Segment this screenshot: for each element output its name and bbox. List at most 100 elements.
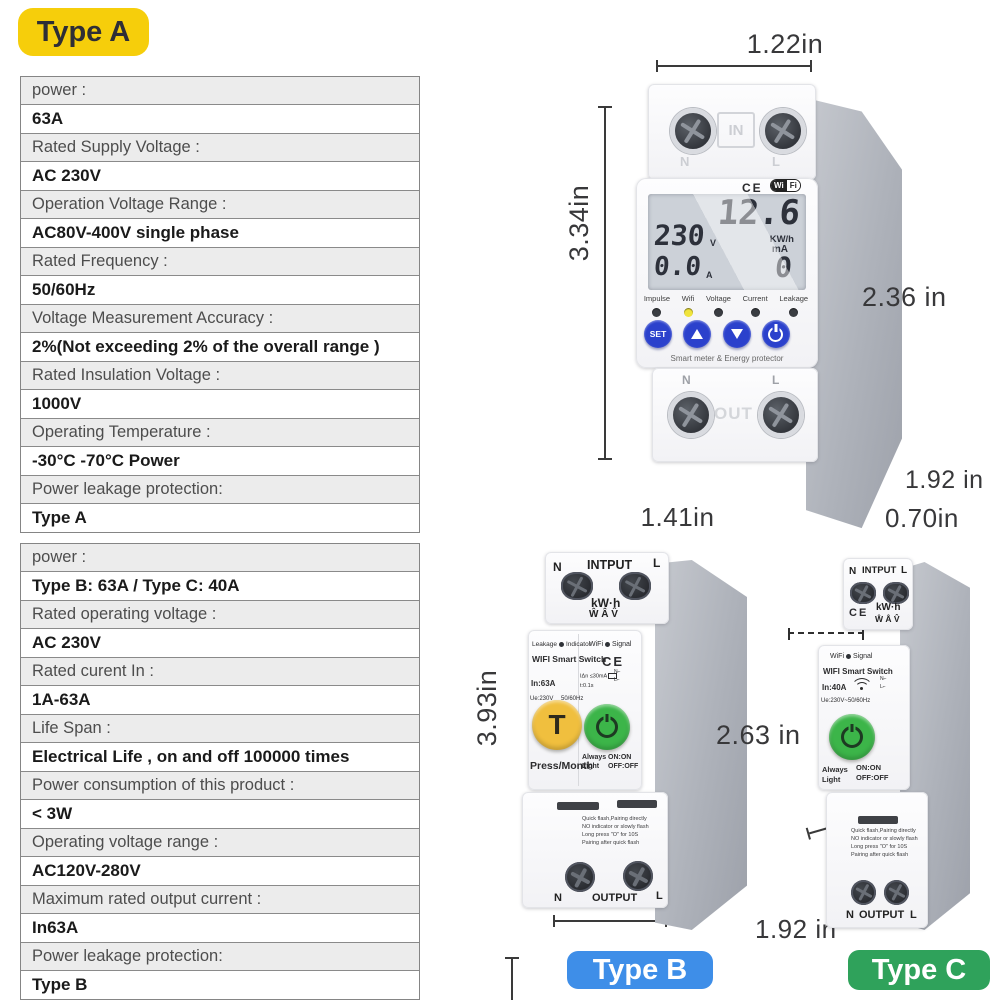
signal-label: Signal [612, 641, 632, 648]
terminal-screw-icon [850, 582, 876, 604]
spec-table-bc: power : Type B: 63A / Type C: 40A Rated … [20, 543, 420, 1000]
spec-value: 50/60Hz [21, 276, 419, 305]
lcd-current-unit: A [706, 270, 713, 280]
table-row: Rated Insulation Voltage : 1000V [21, 362, 419, 419]
device-a-side [806, 98, 902, 529]
spec-value: Type A [21, 504, 419, 532]
off-text: OFF:OFF [608, 763, 639, 771]
onoff-label: ON:ON OFF:OFF [608, 753, 638, 771]
spec-value: AC 230V [21, 629, 419, 658]
terminal-screw-icon [619, 572, 651, 600]
press-month-label: Press/Month [530, 760, 594, 772]
lcd-energy-value: 12.6 [716, 194, 802, 233]
signal-dot-icon [846, 653, 851, 659]
table-row: Power consumption of this product : < 3W [21, 772, 419, 829]
t-button-label: T [548, 709, 566, 740]
wifi-logo-fi: Fi [786, 180, 800, 191]
terminal-screw-icon [760, 108, 806, 154]
terminal-n-label: N [680, 154, 690, 169]
wav-label: Ŵ Â V̂ [875, 614, 900, 624]
spec-value: 1000V [21, 390, 419, 419]
indicator: Current [743, 294, 768, 317]
dim-b-rail: 1.92 in [755, 914, 837, 944]
indicator: Leakage [779, 294, 808, 317]
dim-a-width: 1.22in [746, 29, 824, 59]
terminal-l-label: L [656, 890, 663, 902]
always-text: Always [582, 754, 607, 761]
wifi-logo-wi: Wi [771, 180, 787, 191]
indicator-label: Impulse [643, 294, 671, 303]
spec-table-a: power : 63A Rated Supply Voltage : AC 23… [20, 76, 420, 533]
spec-value: < 3W [21, 800, 419, 829]
terminal-screw-icon [851, 880, 876, 905]
indicator-led [652, 308, 662, 317]
type-c-badge: Type C [848, 950, 990, 990]
indicator-label: Leakage [779, 294, 809, 303]
indicator-led [713, 308, 723, 317]
battery-icon [608, 673, 618, 679]
terminal-screw-icon [561, 572, 593, 600]
spec-value: 63A [21, 105, 419, 134]
type-a-badge: Type A [18, 8, 149, 56]
table-row: power : 63A [21, 77, 419, 134]
rated-current-label: In:40A [822, 683, 847, 692]
lcd-display: 12.6 KW/h 230 V 0.0 A mA 0 [648, 194, 806, 290]
leakage-label: Leakage [532, 641, 557, 648]
dim-a-depth-line [788, 628, 864, 640]
lcd-current-value: 0.0 [652, 252, 703, 282]
terminal-n-label: N [846, 909, 854, 921]
ce-mark: CE [742, 181, 763, 195]
table-row: Power leakage protection: Type B [21, 943, 419, 999]
spec-label: Power leakage protection: [21, 943, 419, 971]
lcd-energy-unit: KW/h [769, 234, 794, 245]
type-a-badge-label: Type A [36, 15, 131, 48]
terminal-screw-icon [668, 392, 714, 438]
always-light-label: Always Light [822, 765, 848, 785]
light-text: Light [822, 774, 841, 784]
indicator-label: Wifi [681, 294, 695, 303]
device-c-top-block: N INTPUT L CE kW·h Ŵ Â V̂ [843, 558, 913, 630]
spec-label: Rated Frequency : [21, 248, 419, 276]
spec-label: power : [21, 544, 419, 572]
table-row: Rated Frequency : 50/60Hz [21, 248, 419, 305]
power-icon [841, 726, 863, 748]
indicator-row: Impulse Wifi Voltage Current [638, 294, 814, 317]
type-b-badge: Type B [567, 951, 713, 989]
spec-label: Voltage Measurement Accuracy : [21, 305, 419, 333]
spec-label: Rated Insulation Voltage : [21, 362, 419, 390]
mini-l: L [880, 684, 883, 690]
indicator: Impulse [644, 294, 670, 317]
note-line: Pairing after quick flash [582, 839, 640, 846]
dim-b-height-line [505, 957, 519, 1000]
spec-value: Type B [21, 971, 419, 999]
ts-label: t:0.1s [580, 683, 594, 689]
indicator-led [683, 308, 693, 317]
indicator-label: Indicator [565, 641, 591, 648]
spec-value: AC 230V [21, 162, 419, 191]
power-button [584, 704, 630, 750]
spec-value: Electrical Life , on and off 100000 time… [21, 743, 419, 772]
device-b-panel: Leakage Indicator WIFI Smart Switch In:63… [528, 630, 642, 790]
device-b-title: WIFI Smart Switch [532, 654, 607, 664]
vent-slot [617, 800, 657, 808]
kwh-label: kW·h [876, 602, 901, 613]
signal-dot-icon [605, 641, 610, 647]
dim-c-width: 0.70in [885, 503, 959, 533]
terminal-n-label: N [554, 892, 562, 904]
indicator-label: Current [742, 294, 768, 303]
terminal-screw-icon [670, 108, 716, 154]
type-b-badge-label: Type B [592, 953, 688, 986]
rated-current-label: In:63A [531, 679, 556, 688]
note-line: NO indicator or slowly flash [851, 835, 918, 842]
terminal-l-label: L [772, 154, 780, 169]
note-line: Long press "O" for 10S [582, 831, 639, 838]
terminal-l-label: L [772, 373, 780, 387]
lcd-ma-value: 0 [773, 251, 794, 284]
input-label: INTPUT [862, 565, 897, 576]
lcd-ma-label: mA [771, 244, 788, 255]
device-a-bottom-block: N L OUT [652, 368, 818, 462]
